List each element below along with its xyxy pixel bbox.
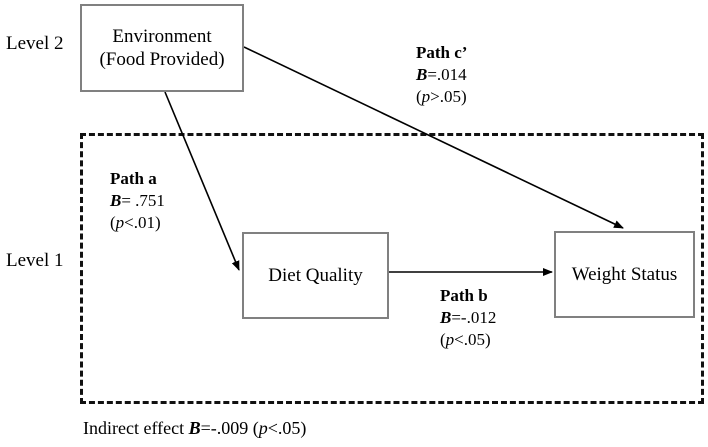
path-label-c-prime: Path c’ B=.014 (p>.05) [416,42,467,108]
path-c-prime-coefficient: B=.014 [416,64,467,86]
path-c-prime-coef-symbol: B [416,65,428,85]
path-b-pvalue: (p<.05) [440,329,496,351]
path-c-prime-coef-value: =.014 [427,65,467,85]
caption-p-value: <.05) [267,418,307,438]
path-b-coef-symbol: B [440,308,452,328]
path-a-title: Path a [110,169,157,188]
caption-coef-symbol: B [188,418,201,438]
path-a-pvalue: (p<.01) [110,212,165,234]
indirect-effect-caption: Indirect effect B=-.009 (p<.05) [83,418,306,439]
caption-prefix: Indirect effect [83,418,189,438]
path-c-prime-p-open: ( [416,87,422,107]
level-label-level-2: Level 2 [6,33,64,54]
path-c-prime-p-symbol: p [421,87,431,107]
node-diet-quality[interactable]: Diet Quality [242,232,389,319]
arrow-path-c-prime [243,46,624,229]
path-a-p-open: ( [110,213,116,233]
path-label-a: Path a B= .751 (p<.01) [110,168,165,234]
path-a-coef-value: = .751 [121,191,165,211]
node-weight-status-label: Weight Status [571,263,678,285]
path-label-b: Path b B=-.012 (p<.05) [440,285,496,351]
node-weight-status[interactable]: Weight Status [554,231,695,318]
path-b-p-open: ( [440,330,446,350]
path-b-p-value: <.05) [454,330,491,350]
arrow-path-a [164,91,240,271]
path-a-coef-symbol: B [110,191,122,211]
caption-p-symbol: p [258,418,268,438]
path-c-prime-title: Path c’ [416,43,468,62]
path-a-p-symbol: p [115,213,125,233]
level1-dashed-region [80,133,704,404]
node-environment-line-1: Environment [112,25,212,47]
level-label-level-1: Level 1 [6,250,64,271]
path-c-prime-pvalue: (p>.05) [416,86,467,108]
node-environment[interactable]: Environment (Food Provided) [80,4,244,92]
path-b-coef-value: =-.012 [451,308,497,328]
path-b-p-symbol: p [445,330,455,350]
path-b-coefficient: B=-.012 [440,307,496,329]
path-b-title: Path b [440,286,488,305]
path-a-p-value: <.01) [124,213,161,233]
node-diet-quality-label: Diet Quality [268,264,363,286]
node-environment-line-2: (Food Provided) [99,49,225,70]
path-c-prime-p-value: >.05) [430,87,467,107]
path-a-coefficient: B= .751 [110,190,165,212]
caption-coef-value: =-.009 ( [200,418,259,438]
